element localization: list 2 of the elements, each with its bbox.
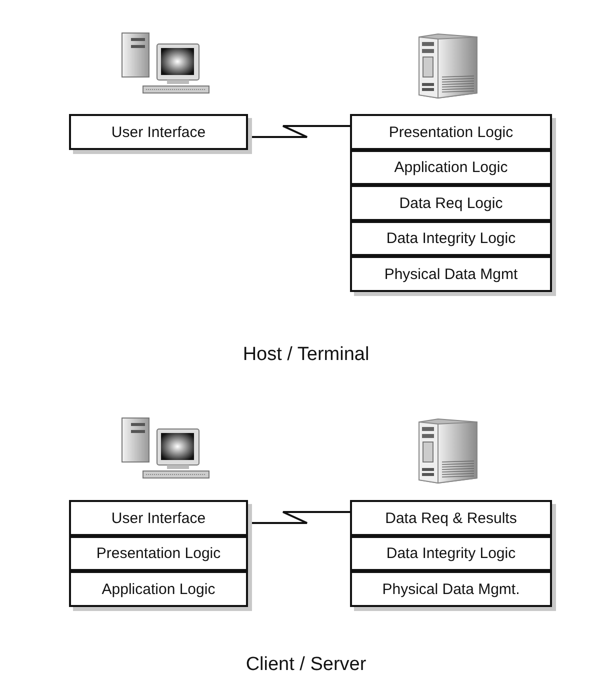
diagram-caption: Host / Terminal bbox=[242, 344, 370, 366]
diagram-caption: Client / Server bbox=[246, 654, 366, 676]
